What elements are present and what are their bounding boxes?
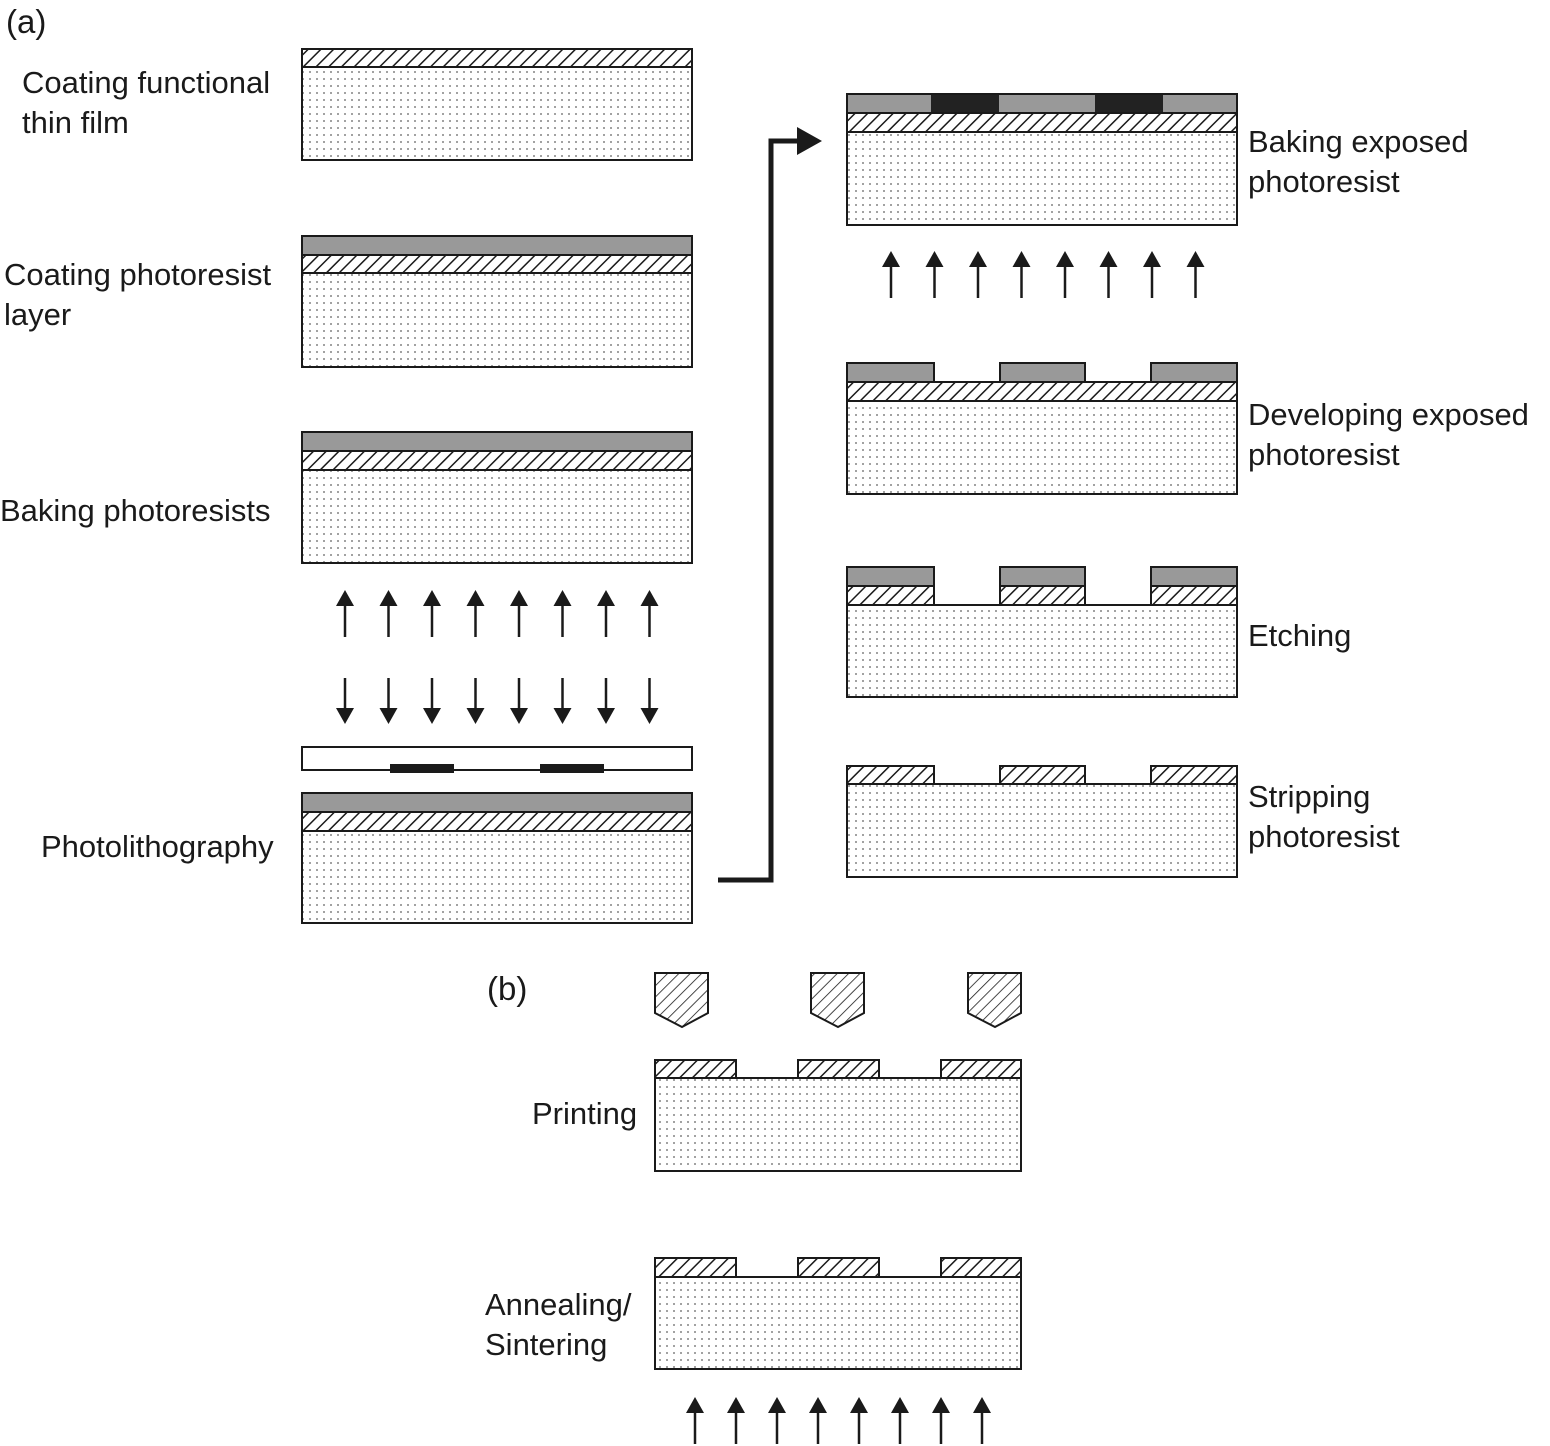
label-baking-resist: Baking photoresists xyxy=(0,493,271,528)
heat-arrows xyxy=(882,251,1205,298)
panel-b-label: (b) xyxy=(487,970,527,1007)
wafer-printing xyxy=(654,1059,1022,1172)
up-arrow-icon xyxy=(727,1397,745,1444)
flow-arrow xyxy=(718,127,822,883)
wafer-baking-resist xyxy=(301,431,693,564)
up-arrow-icon xyxy=(336,590,354,637)
up-arrow-icon xyxy=(597,590,615,637)
up-arrow-icon xyxy=(1186,251,1205,298)
down-arrow-icon xyxy=(553,678,572,724)
up-arrow-icon xyxy=(1143,251,1161,298)
label-printing: Printing xyxy=(532,1096,637,1131)
down-arrow-icon xyxy=(510,678,528,724)
label-coating-film: Coating functional thin film xyxy=(22,65,279,140)
down-arrow-icon xyxy=(379,678,398,724)
up-arrow-icon xyxy=(510,590,528,637)
label-photolithography: Photolithography xyxy=(41,829,274,864)
down-arrow-icon xyxy=(640,678,659,724)
wafer-stripping xyxy=(846,765,1238,878)
wafer-photolithography xyxy=(301,792,693,924)
up-arrow-icon xyxy=(379,590,398,637)
up-arrow-icon xyxy=(423,590,441,637)
heat-arrows xyxy=(686,1397,991,1444)
print-heads xyxy=(654,972,1022,1029)
label-coating-resist: Coating photoresist layer xyxy=(4,257,280,332)
up-arrow-icon xyxy=(973,1397,991,1444)
wafer-annealing xyxy=(654,1257,1022,1370)
up-arrow-icon xyxy=(553,590,572,637)
up-arrow-icon xyxy=(1056,251,1074,298)
up-arrow-icon xyxy=(850,1397,868,1444)
label-etching: Etching xyxy=(1248,618,1351,653)
up-arrow-icon xyxy=(809,1397,827,1444)
label-baking-exposed: Baking exposed photoresist xyxy=(1248,124,1477,199)
up-arrow-icon xyxy=(932,1397,950,1444)
panel-a-label: (a) xyxy=(6,3,46,40)
up-arrow-icon xyxy=(1012,251,1031,298)
label-developing: Developing exposed photoresist xyxy=(1248,397,1538,472)
heat-arrows xyxy=(336,590,659,637)
down-arrow-icon xyxy=(597,678,615,724)
up-arrow-icon xyxy=(640,590,659,637)
up-arrow-icon xyxy=(768,1397,786,1444)
up-arrow-icon xyxy=(882,251,900,298)
up-arrow-icon xyxy=(466,590,485,637)
down-arrow-icon xyxy=(423,678,441,724)
wafer-coating-film xyxy=(301,48,693,161)
up-arrow-icon xyxy=(891,1397,909,1444)
wafer-coating-resist xyxy=(301,235,693,368)
up-arrow-icon xyxy=(969,251,987,298)
label-stripping: Stripping photoresist xyxy=(1248,779,1400,854)
down-arrow-icon xyxy=(336,678,354,724)
up-arrow-icon xyxy=(925,251,944,298)
up-arrow-icon xyxy=(1099,251,1118,298)
photomask xyxy=(301,746,693,773)
up-arrow-icon xyxy=(686,1397,704,1444)
wafer-baking-exposed xyxy=(846,93,1238,226)
wafer-etching xyxy=(846,566,1238,698)
wafer-developing xyxy=(846,362,1238,495)
uv-exposure-arrows xyxy=(336,678,659,724)
label-annealing: Annealing/ Sintering xyxy=(485,1287,640,1362)
down-arrow-icon xyxy=(466,678,485,724)
